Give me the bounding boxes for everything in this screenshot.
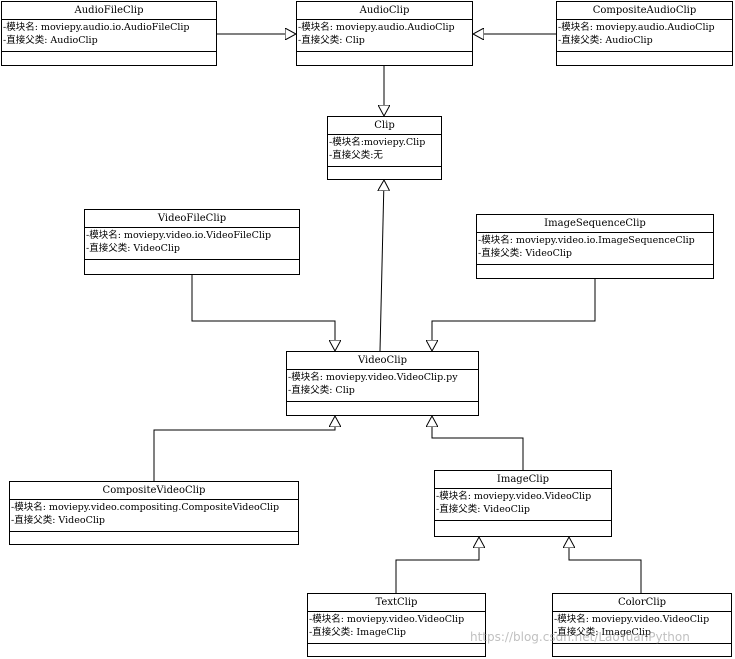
class-attributes: -模块名: moviepy.video.VideoClip.py -直接父类: … (287, 370, 478, 402)
module-attribute: -模块名: moviepy.video.io.ImageSequenceClip (478, 235, 695, 246)
class-box-audiofileclip[interactable]: AudioFileClip -模块名: moviepy.audio.io.Aud… (1, 1, 217, 66)
class-attributes: -模块名:moviepy.Clip -直接父类:无 (328, 135, 441, 167)
module-attribute: -模块名: moviepy.audio.AudioClip (558, 22, 715, 33)
module-attribute: -模块名: moviepy.audio.io.AudioFileClip (3, 22, 190, 33)
class-box-audioclip[interactable]: AudioClip -模块名: moviepy.audio.AudioClip … (296, 1, 473, 66)
edge-imagesequenceclip-to-videoclip (432, 279, 596, 351)
parent-attribute: -直接父类: Clip (288, 385, 355, 396)
module-attribute: -模块名: moviepy.video.VideoClip.py (288, 372, 458, 383)
class-operations (287, 402, 478, 415)
edge-imageclip-to-videoclip (432, 416, 524, 470)
parent-attribute: -直接父类: VideoClip (478, 248, 573, 259)
parent-attribute: -直接父类: VideoClip (436, 504, 531, 515)
module-attribute: -模块名: moviepy.video.io.VideoFileClip (86, 230, 272, 241)
class-attributes: -模块名: moviepy.video.io.VideoFileClip -直接… (85, 228, 299, 260)
class-name: VideoFileClip (85, 210, 299, 228)
class-attributes: -模块名: moviepy.video.io.ImageSequenceClip… (477, 233, 713, 265)
parent-attribute: -直接父类: AudioClip (558, 35, 653, 46)
class-operations (553, 644, 731, 656)
parent-attribute: -直接父类: VideoClip (86, 243, 181, 254)
class-name: Clip (328, 117, 441, 135)
class-attributes: -模块名: moviepy.audio.AudioClip -直接父类: Cli… (297, 20, 472, 52)
edge-compositevideoclip-to-videoclip (153, 416, 335, 481)
class-name: ImageSequenceClip (477, 215, 713, 233)
class-operations (10, 532, 298, 544)
class-box-videofileclip[interactable]: VideoFileClip -模块名: moviepy.video.io.Vid… (84, 209, 300, 275)
module-attribute: -模块名: moviepy.video.VideoClip (554, 614, 710, 625)
parent-attribute: -直接父类: AudioClip (3, 35, 98, 46)
class-operations (557, 52, 732, 65)
class-operations (2, 52, 216, 65)
class-name: ColorClip (553, 594, 731, 612)
class-name: CompositeVideoClip (10, 482, 298, 500)
module-attribute: -模块名: moviepy.audio.AudioClip (298, 22, 455, 33)
edge-textclip-to-imageclip (395, 537, 479, 593)
class-attributes: -模块名: moviepy.audio.io.AudioFileClip -直接… (2, 20, 216, 52)
module-attribute: -模块名: moviepy.video.VideoClip (436, 491, 592, 502)
edge-videoclip-to-clip (380, 180, 384, 352)
class-box-imageclip[interactable]: ImageClip -模块名: moviepy.video.VideoClip … (434, 470, 612, 537)
parent-attribute: -直接父类:无 (329, 150, 383, 161)
class-attributes: -模块名: moviepy.video.VideoClip -直接父类: Ima… (308, 612, 485, 644)
class-operations (328, 167, 441, 179)
edge-videofileclip-to-videoclip (191, 275, 335, 351)
class-name: CompositeAudioClip (557, 2, 732, 20)
class-operations (477, 265, 713, 278)
class-box-imagesequenceclip[interactable]: ImageSequenceClip -模块名: moviepy.video.io… (476, 214, 714, 279)
class-attributes: -模块名: moviepy.audio.AudioClip -直接父类: Aud… (557, 20, 732, 52)
class-box-compositevideoclip[interactable]: CompositeVideoClip -模块名: moviepy.video.c… (9, 481, 299, 545)
module-attribute: -模块名: moviepy.video.compositing.Composit… (11, 502, 280, 513)
parent-attribute: -直接父类: Clip (298, 35, 365, 46)
class-operations (297, 52, 472, 65)
class-box-colorclip[interactable]: ColorClip -模块名: moviepy.video.VideoClip … (552, 593, 732, 657)
parent-attribute: -直接父类: ImageClip (309, 627, 406, 638)
parent-attribute: -直接父类: ImageClip (554, 627, 651, 638)
class-box-clip[interactable]: Clip -模块名:moviepy.Clip -直接父类:无 (327, 116, 442, 180)
edge-colorclip-to-imageclip (569, 537, 642, 593)
class-attributes: -模块名: moviepy.video.VideoClip -直接父类: Ima… (553, 612, 731, 644)
class-name: ImageClip (435, 471, 611, 489)
class-name: AudioFileClip (2, 2, 216, 20)
class-name: VideoClip (287, 352, 478, 370)
class-operations (85, 260, 299, 274)
class-attributes: -模块名: moviepy.video.compositing.Composit… (10, 500, 298, 532)
class-box-videoclip[interactable]: VideoClip -模块名: moviepy.video.VideoClip.… (286, 351, 479, 416)
class-operations (308, 644, 485, 656)
class-name: AudioClip (297, 2, 472, 20)
class-operations (435, 521, 611, 536)
class-attributes: -模块名: moviepy.video.VideoClip -直接父类: Vid… (435, 489, 611, 521)
class-box-compositeaudioclip[interactable]: CompositeAudioClip -模块名: moviepy.audio.A… (556, 1, 733, 66)
parent-attribute: -直接父类: VideoClip (11, 515, 106, 526)
class-name: TextClip (308, 594, 485, 612)
module-attribute: -模块名:moviepy.Clip (329, 137, 426, 148)
class-box-textclip[interactable]: TextClip -模块名: moviepy.video.VideoClip -… (307, 593, 486, 657)
module-attribute: -模块名: moviepy.video.VideoClip (309, 614, 465, 625)
